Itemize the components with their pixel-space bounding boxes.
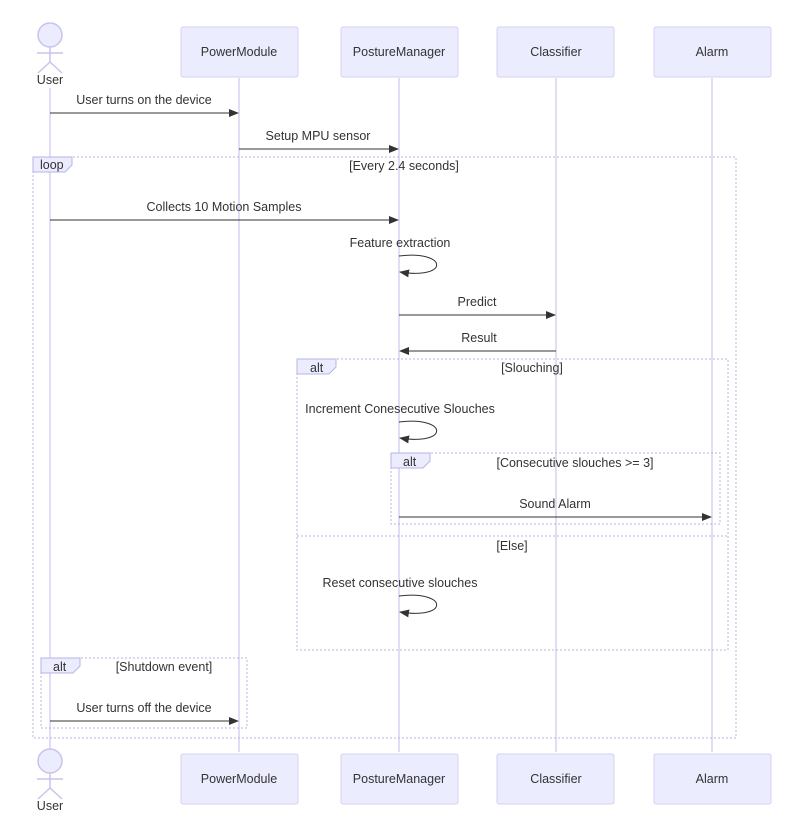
frame-alt-slouching: alt [Slouching] [Else] <box>296 358 729 651</box>
frame-alt-shutdown-condition: [Shutdown event] <box>116 660 213 674</box>
frame-alt-shutdown-tag <box>40 657 81 674</box>
participant-classifier-top: Classifier <box>496 26 615 78</box>
participant-label: Alarm <box>696 772 729 786</box>
participant-label: Classifier <box>530 45 581 59</box>
user-actor-leg-left <box>37 61 51 74</box>
participant-box <box>653 753 772 805</box>
frame-alt-slouching-label: alt <box>310 361 324 375</box>
frame-alt-slouching-tag <box>296 358 337 375</box>
message-self-arrow <box>398 254 438 278</box>
participant-label: Alarm <box>696 45 729 59</box>
participant-label: Classifier <box>530 772 581 786</box>
frame-alt-consecutive: alt [Consecutive slouches >= 3] <box>390 452 721 525</box>
user-actor-icon <box>37 748 63 774</box>
participant-box <box>496 753 615 805</box>
frame-alt-else-condition: [Else] <box>496 539 527 553</box>
message-self-arrow <box>398 420 438 444</box>
participant-label: PostureManager <box>353 772 445 786</box>
frame-alt-consecutive-label: alt <box>403 455 417 469</box>
message-label: Increment Conesecutive Slouches <box>305 402 495 416</box>
message-feature-extraction: Feature extraction <box>350 236 451 278</box>
lifelines <box>49 78 713 752</box>
actor-user-bottom: User <box>37 748 63 813</box>
frame-alt-consecutive-tag <box>390 452 431 469</box>
frame-alt-consecutive-condition: [Consecutive slouches >= 3] <box>496 456 653 470</box>
message-increment-slouches: Increment Conesecutive Slouches <box>305 402 495 444</box>
message-reset-slouches: Reset consecutive slouches <box>323 576 478 618</box>
frame-loop-tag <box>32 156 73 173</box>
frame-alt-shutdown-border <box>40 657 248 729</box>
message-label: Reset consecutive slouches <box>323 576 478 590</box>
participant-posturemanager-top: PostureManager <box>340 26 459 78</box>
participant-posturemanager-bottom: PostureManager <box>340 753 459 805</box>
message-user-turns-off: User turns off the device <box>50 701 239 725</box>
participant-box <box>180 26 299 78</box>
user-actor-leg-right <box>49 61 63 74</box>
messages: User turns on the device Setup MPU senso… <box>50 93 712 725</box>
message-self-arrow <box>398 594 438 618</box>
participant-label: User <box>37 799 63 813</box>
participant-box <box>496 26 615 78</box>
message-collect-samples: Collects 10 Motion Samples <box>50 200 399 224</box>
message-label: Sound Alarm <box>519 497 591 511</box>
message-label: Predict <box>458 295 497 309</box>
participant-powermodule-top: PowerModule <box>180 26 299 78</box>
frame-alt-slouching-border <box>296 358 729 651</box>
message-predict: Predict <box>399 295 556 319</box>
frame-alt-consecutive-border <box>390 452 721 525</box>
message-sound-alarm: Sound Alarm <box>399 497 712 521</box>
participant-label: PowerModule <box>201 45 277 59</box>
message-label: User turns on the device <box>76 93 212 107</box>
frame-loop-border <box>32 156 737 739</box>
participant-powermodule-bottom: PowerModule <box>180 753 299 805</box>
frame-alt-shutdown: alt [Shutdown event] <box>40 657 248 729</box>
message-label: Collects 10 Motion Samples <box>147 200 302 214</box>
message-label: Setup MPU sensor <box>266 129 371 143</box>
frame-alt-slouching-condition: [Slouching] <box>501 361 563 375</box>
message-user-turns-on: User turns on the device <box>50 93 239 117</box>
participant-label: PostureManager <box>353 45 445 59</box>
message-label: User turns off the device <box>76 701 211 715</box>
message-setup-mpu: Setup MPU sensor <box>239 129 399 153</box>
frame-loop: loop [Every 2.4 seconds] <box>32 156 737 739</box>
participants-bottom: User PowerModule PostureManager Classifi… <box>37 748 772 813</box>
frame-loop-label: loop <box>40 158 64 172</box>
message-label: Feature extraction <box>350 236 451 250</box>
participant-box <box>653 26 772 78</box>
user-actor-icon <box>37 22 63 48</box>
participant-box <box>340 26 459 78</box>
user-actor-leg-left <box>37 787 51 800</box>
participant-label: User <box>37 73 63 87</box>
actor-user-top: User <box>37 22 63 87</box>
message-result: Result <box>399 331 556 355</box>
participant-label: PowerModule <box>201 772 277 786</box>
participants-top: User PowerModule PostureManager Classifi… <box>37 22 772 87</box>
frame-alt-shutdown-label: alt <box>53 660 67 674</box>
participant-classifier-bottom: Classifier <box>496 753 615 805</box>
user-actor-leg-right <box>49 787 63 800</box>
participant-alarm-top: Alarm <box>653 26 772 78</box>
participant-box <box>180 753 299 805</box>
participant-box <box>340 753 459 805</box>
message-label: Result <box>461 331 497 345</box>
participant-alarm-bottom: Alarm <box>653 753 772 805</box>
frame-loop-condition: [Every 2.4 seconds] <box>349 159 459 173</box>
